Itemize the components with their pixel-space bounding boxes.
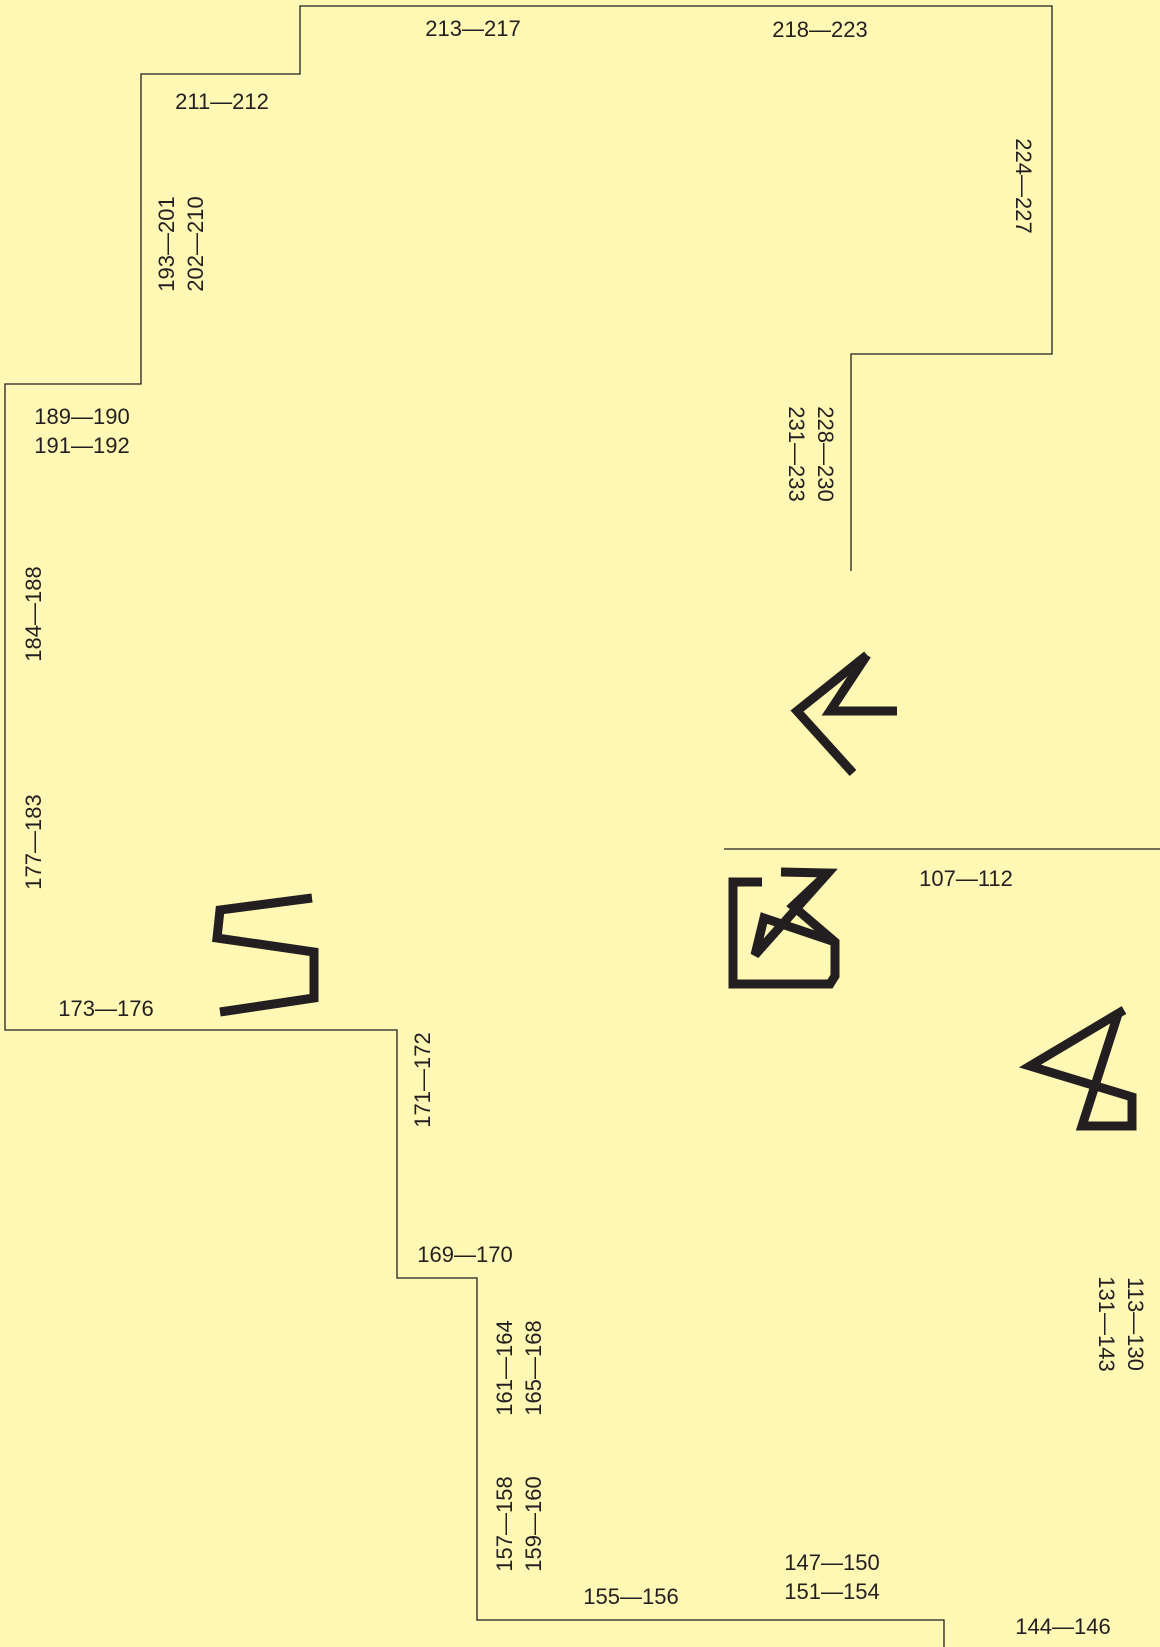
room-range-label: 177—183 [21,794,46,889]
box-glyph [733,872,835,984]
room-range-label: 165—168 [521,1320,546,1415]
room-range-label: 193—201 [154,196,179,291]
room-range-label: 202—210 [183,196,208,291]
five-glyph [217,898,314,1012]
room-range-label: 144—146 [1015,1614,1110,1639]
room-range-label: 224—227 [1011,138,1036,233]
room-range-label: 147—150 [784,1550,879,1575]
room-range-label: 173—176 [58,996,153,1021]
room-range-label: 161—164 [492,1320,517,1415]
room-range-label: 155—156 [583,1584,678,1609]
room-range-label: 213—217 [425,16,520,41]
room-range-label: 157—158 [492,1476,517,1571]
room-range-label: 231—233 [784,406,809,501]
room-range-label: 159—160 [521,1476,546,1571]
room-range-label: 169—170 [417,1242,512,1267]
arrow-glyph [797,655,897,773]
room-range-label: 151—154 [784,1579,879,1604]
room-range-label: 107—112 [919,866,1013,891]
room-range-label: 113—130 [1123,1277,1148,1371]
room-range-label: 191—192 [34,433,129,458]
room-range-label: 228—230 [813,406,838,501]
room-range-label: 218—223 [772,17,867,42]
four-glyph [1030,1010,1132,1126]
room-range-label: 131—143 [1094,1276,1119,1371]
room-range-label: 189—190 [34,404,129,429]
room-range-label: 171—172 [410,1032,435,1127]
room-range-label: 211—212 [175,89,269,114]
room-range-label: 184—188 [21,566,46,661]
